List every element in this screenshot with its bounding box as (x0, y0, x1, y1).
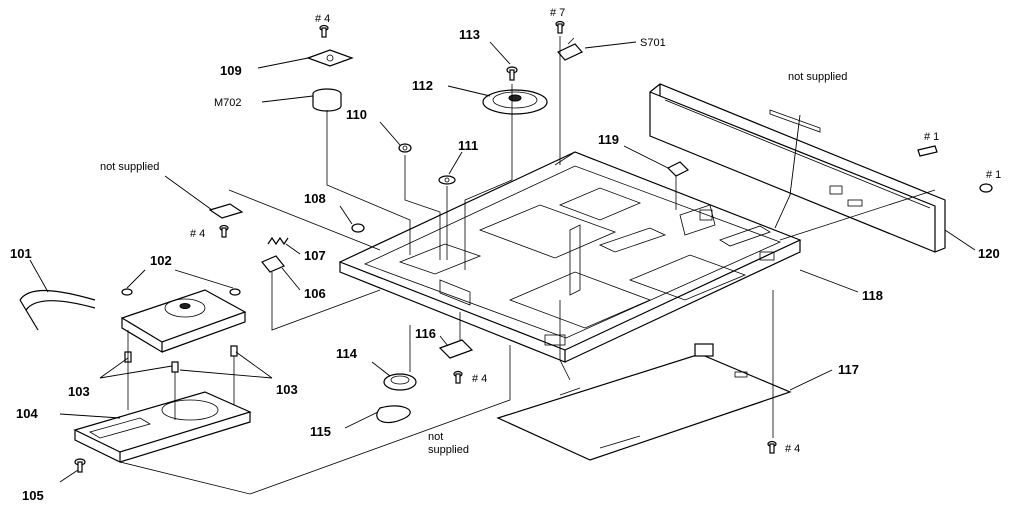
label-not-supplied-left: not supplied (100, 161, 159, 173)
label-113: 113 (459, 27, 480, 42)
label-120: 120 (978, 246, 1000, 261)
bracket-not-supplied-left (208, 203, 244, 219)
screw-4-top (319, 24, 329, 38)
label-screw-1-b: # 1 (986, 169, 1001, 181)
screw-7 (555, 20, 565, 34)
label-m702: M702 (214, 97, 242, 109)
label-screw-4-left: # 4 (190, 228, 205, 240)
label-108: 108 (304, 191, 326, 206)
screw-113 (506, 66, 518, 81)
label-103-right: 103 (276, 382, 298, 397)
label-102: 102 (150, 253, 172, 268)
main-chassis-118 (338, 151, 802, 363)
label-116: 116 (415, 326, 436, 341)
label-screw-4-bottom: # 4 (785, 443, 800, 455)
assembly-guide-lines (119, 36, 936, 495)
label-101: 101 (10, 246, 32, 261)
label-118: 118 (862, 288, 883, 303)
label-not-supplied-right: not supplied (788, 71, 847, 83)
gear-114 (383, 373, 417, 391)
label-104: 104 (16, 406, 38, 421)
label-110: 110 (346, 107, 367, 122)
label-109: 109 (220, 63, 242, 78)
tray-plate-104 (73, 391, 252, 463)
label-119: 119 (598, 132, 619, 147)
screw-4-mid (453, 370, 463, 384)
cushion-103-c (230, 345, 238, 357)
bushing-108 (351, 223, 365, 233)
label-117: 117 (838, 362, 859, 377)
belt-115 (376, 405, 411, 423)
label-103-left: 103 (68, 384, 90, 399)
label-screw-1-a: # 1 (924, 131, 939, 143)
label-s701: S701 (640, 37, 666, 49)
nut-110 (398, 143, 412, 153)
cushion-103-b (171, 361, 179, 373)
label-screw-4-mid: # 4 (472, 373, 487, 385)
label-not-supplied-bottom-line2: supplied (428, 444, 469, 456)
spring-107 (267, 236, 289, 246)
label-screw-7: # 7 (550, 7, 565, 19)
label-112: 112 (412, 78, 433, 93)
label-114: 114 (336, 346, 358, 361)
lever-106 (261, 255, 285, 273)
label-105: 105 (22, 488, 44, 503)
motor-m702 (312, 88, 342, 112)
screw-4-bottom (767, 440, 777, 454)
label-107: 107 (304, 248, 326, 263)
screw-105 (74, 458, 86, 473)
washer-111 (438, 175, 456, 185)
leader-lines (29, 41, 976, 483)
pcb-117 (496, 343, 792, 461)
gear-pulley-112 (482, 89, 548, 115)
clip-119 (666, 161, 690, 186)
front-panel-120 (649, 83, 946, 253)
label-106: 106 (304, 286, 326, 301)
screw-4-left (219, 224, 229, 238)
pickup-mechanism-102 (120, 288, 247, 354)
motor-bracket-109 (306, 49, 354, 67)
switch-s701 (557, 37, 583, 61)
label-not-supplied-bottom-line1: not (428, 431, 443, 443)
screw-1-b (979, 183, 993, 193)
screw-1-a (917, 145, 938, 157)
label-115: 115 (310, 424, 331, 439)
flex-cable-101 (19, 290, 96, 331)
label-screw-4-top: # 4 (315, 13, 330, 25)
label-111: 111 (458, 138, 478, 153)
bracket-116 (438, 339, 474, 359)
